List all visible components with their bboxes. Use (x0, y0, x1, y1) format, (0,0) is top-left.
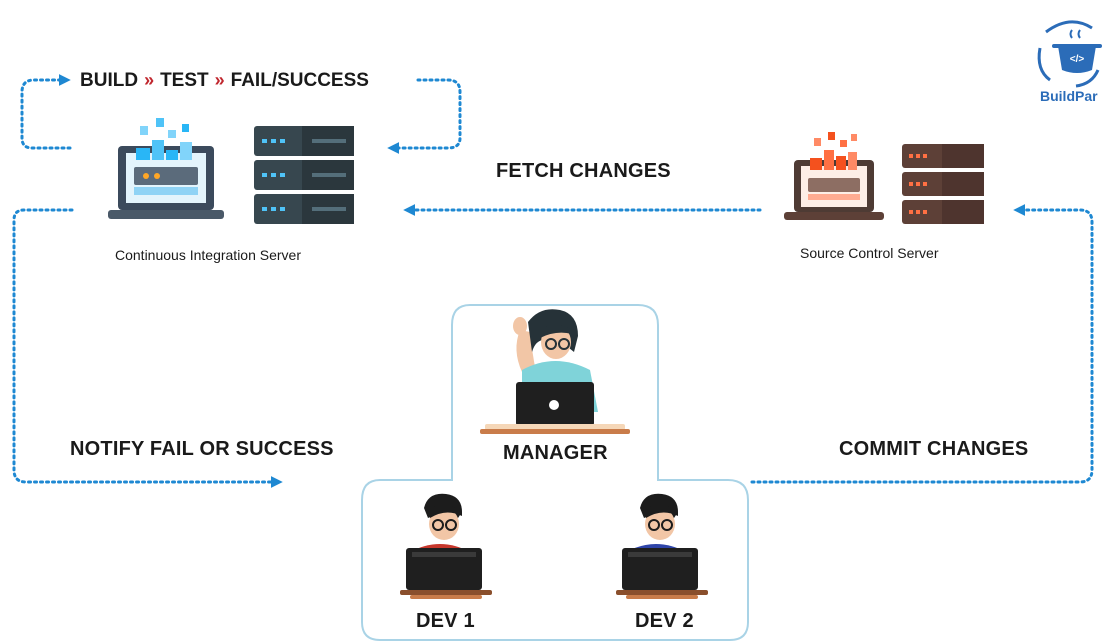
notify-label: NOTIFY FAIL OR SUCCESS (70, 438, 334, 460)
flow-build: BUILD (80, 70, 139, 91)
buildpar-logo-icon: </> (1037, 20, 1102, 88)
dev1-label: DEV 1 (416, 610, 475, 632)
dev1-illustration (400, 493, 492, 599)
notify-arrow (12, 208, 283, 488)
loop-arrow-left (20, 74, 72, 150)
logo-text: BuildPar (1040, 88, 1098, 104)
commit-arrow (750, 204, 1094, 484)
source-laptop-icon (784, 132, 884, 220)
flow-test: TEST (160, 70, 209, 91)
ci-laptop-icon (108, 118, 224, 219)
flow-fail-success: FAIL/SUCCESS (230, 70, 369, 91)
source-server-icon (902, 144, 984, 224)
source-server-caption: Source Control Server (800, 245, 939, 261)
build-flow: BUILD»TEST»FAIL/SUCCESS (80, 70, 369, 92)
dev2-label: DEV 2 (635, 610, 694, 632)
manager-label: MANAGER (503, 442, 608, 464)
logo-code-glyph: </> (1070, 54, 1085, 65)
manager-illustration (480, 309, 630, 434)
team-group-border (361, 304, 749, 641)
dev2-illustration (616, 493, 708, 599)
commit-changes-label: COMMIT CHANGES (839, 438, 1029, 460)
flow-chevron-icon: » (144, 70, 155, 90)
fetch-changes-label: FETCH CHANGES (496, 160, 671, 182)
ci-server-caption: Continuous Integration Server (115, 247, 301, 263)
loop-arrow-right (387, 78, 462, 154)
flow-chevron-icon: » (214, 70, 225, 90)
ci-server-icon (254, 126, 354, 224)
